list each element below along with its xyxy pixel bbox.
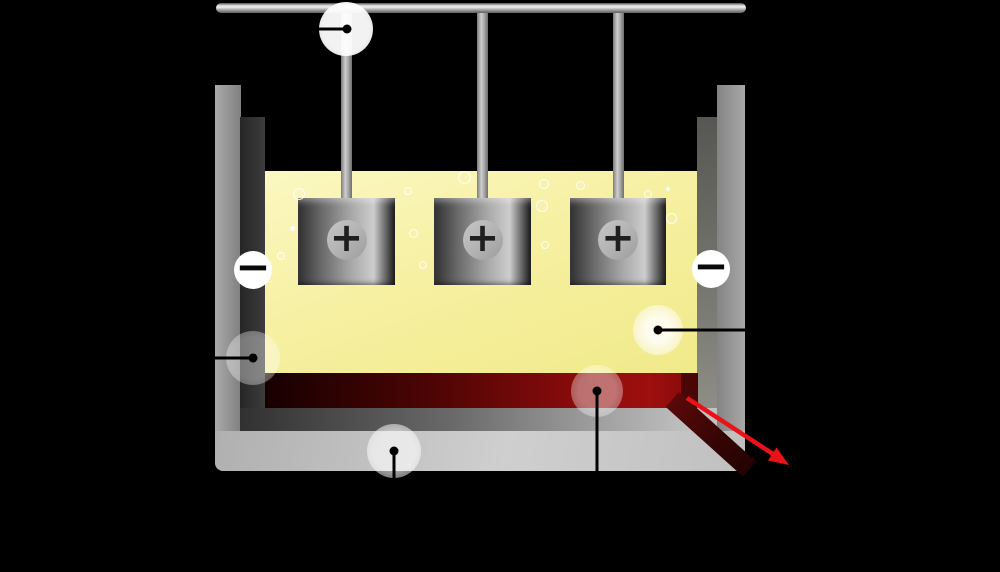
plus-icon: + xyxy=(601,214,635,261)
gas-bubble-icon xyxy=(419,261,427,269)
gas-bubble-icon xyxy=(541,241,549,249)
callout-halo-anode-rod xyxy=(319,2,373,56)
callout-halo-carbon-lining xyxy=(226,331,280,385)
cathode-lining-bottom xyxy=(240,408,717,431)
plus-icon: + xyxy=(465,214,500,261)
carbon-anode-2: + xyxy=(434,198,531,285)
anode-polarity-badge: + xyxy=(326,214,367,261)
anode-polarity-badge: + xyxy=(462,214,503,261)
gas-bubble-icon xyxy=(409,229,418,238)
gas-bubble-icon xyxy=(666,213,677,224)
anode-bus-bar xyxy=(216,3,746,13)
gas-bubble-icon xyxy=(666,187,670,191)
gas-bubble-icon xyxy=(293,188,305,200)
gas-bubble-icon xyxy=(404,187,412,195)
callout-halo-steel-shell xyxy=(367,424,421,478)
minus-icon: − xyxy=(693,241,729,290)
anode-rod-3 xyxy=(613,12,624,198)
anode-rod-1 xyxy=(341,12,352,198)
anode-rod-2 xyxy=(477,12,488,198)
anode-polarity-badge: + xyxy=(598,214,638,261)
molten-aluminium-layer xyxy=(265,373,683,408)
gas-bubble-icon xyxy=(536,200,548,212)
gas-bubble-icon xyxy=(458,171,471,184)
minus-icon: − xyxy=(235,242,271,291)
plus-icon: + xyxy=(329,214,364,261)
steel-shell-bottom xyxy=(215,431,745,471)
gas-bubble-icon xyxy=(277,252,285,260)
gas-bubble-icon xyxy=(644,190,652,198)
cathode-terminal-right: − xyxy=(692,245,730,288)
callout-halo-electrolyte xyxy=(633,305,683,355)
callout-halo-molten-aluminium xyxy=(571,365,623,417)
carbon-anode-1: + xyxy=(298,198,395,285)
gas-bubble-icon xyxy=(539,179,549,189)
cathode-terminal-left: − xyxy=(234,246,272,289)
carbon-anode-3: + xyxy=(570,198,666,285)
gas-bubble-icon xyxy=(576,181,585,190)
gas-bubble-icon xyxy=(290,226,295,231)
